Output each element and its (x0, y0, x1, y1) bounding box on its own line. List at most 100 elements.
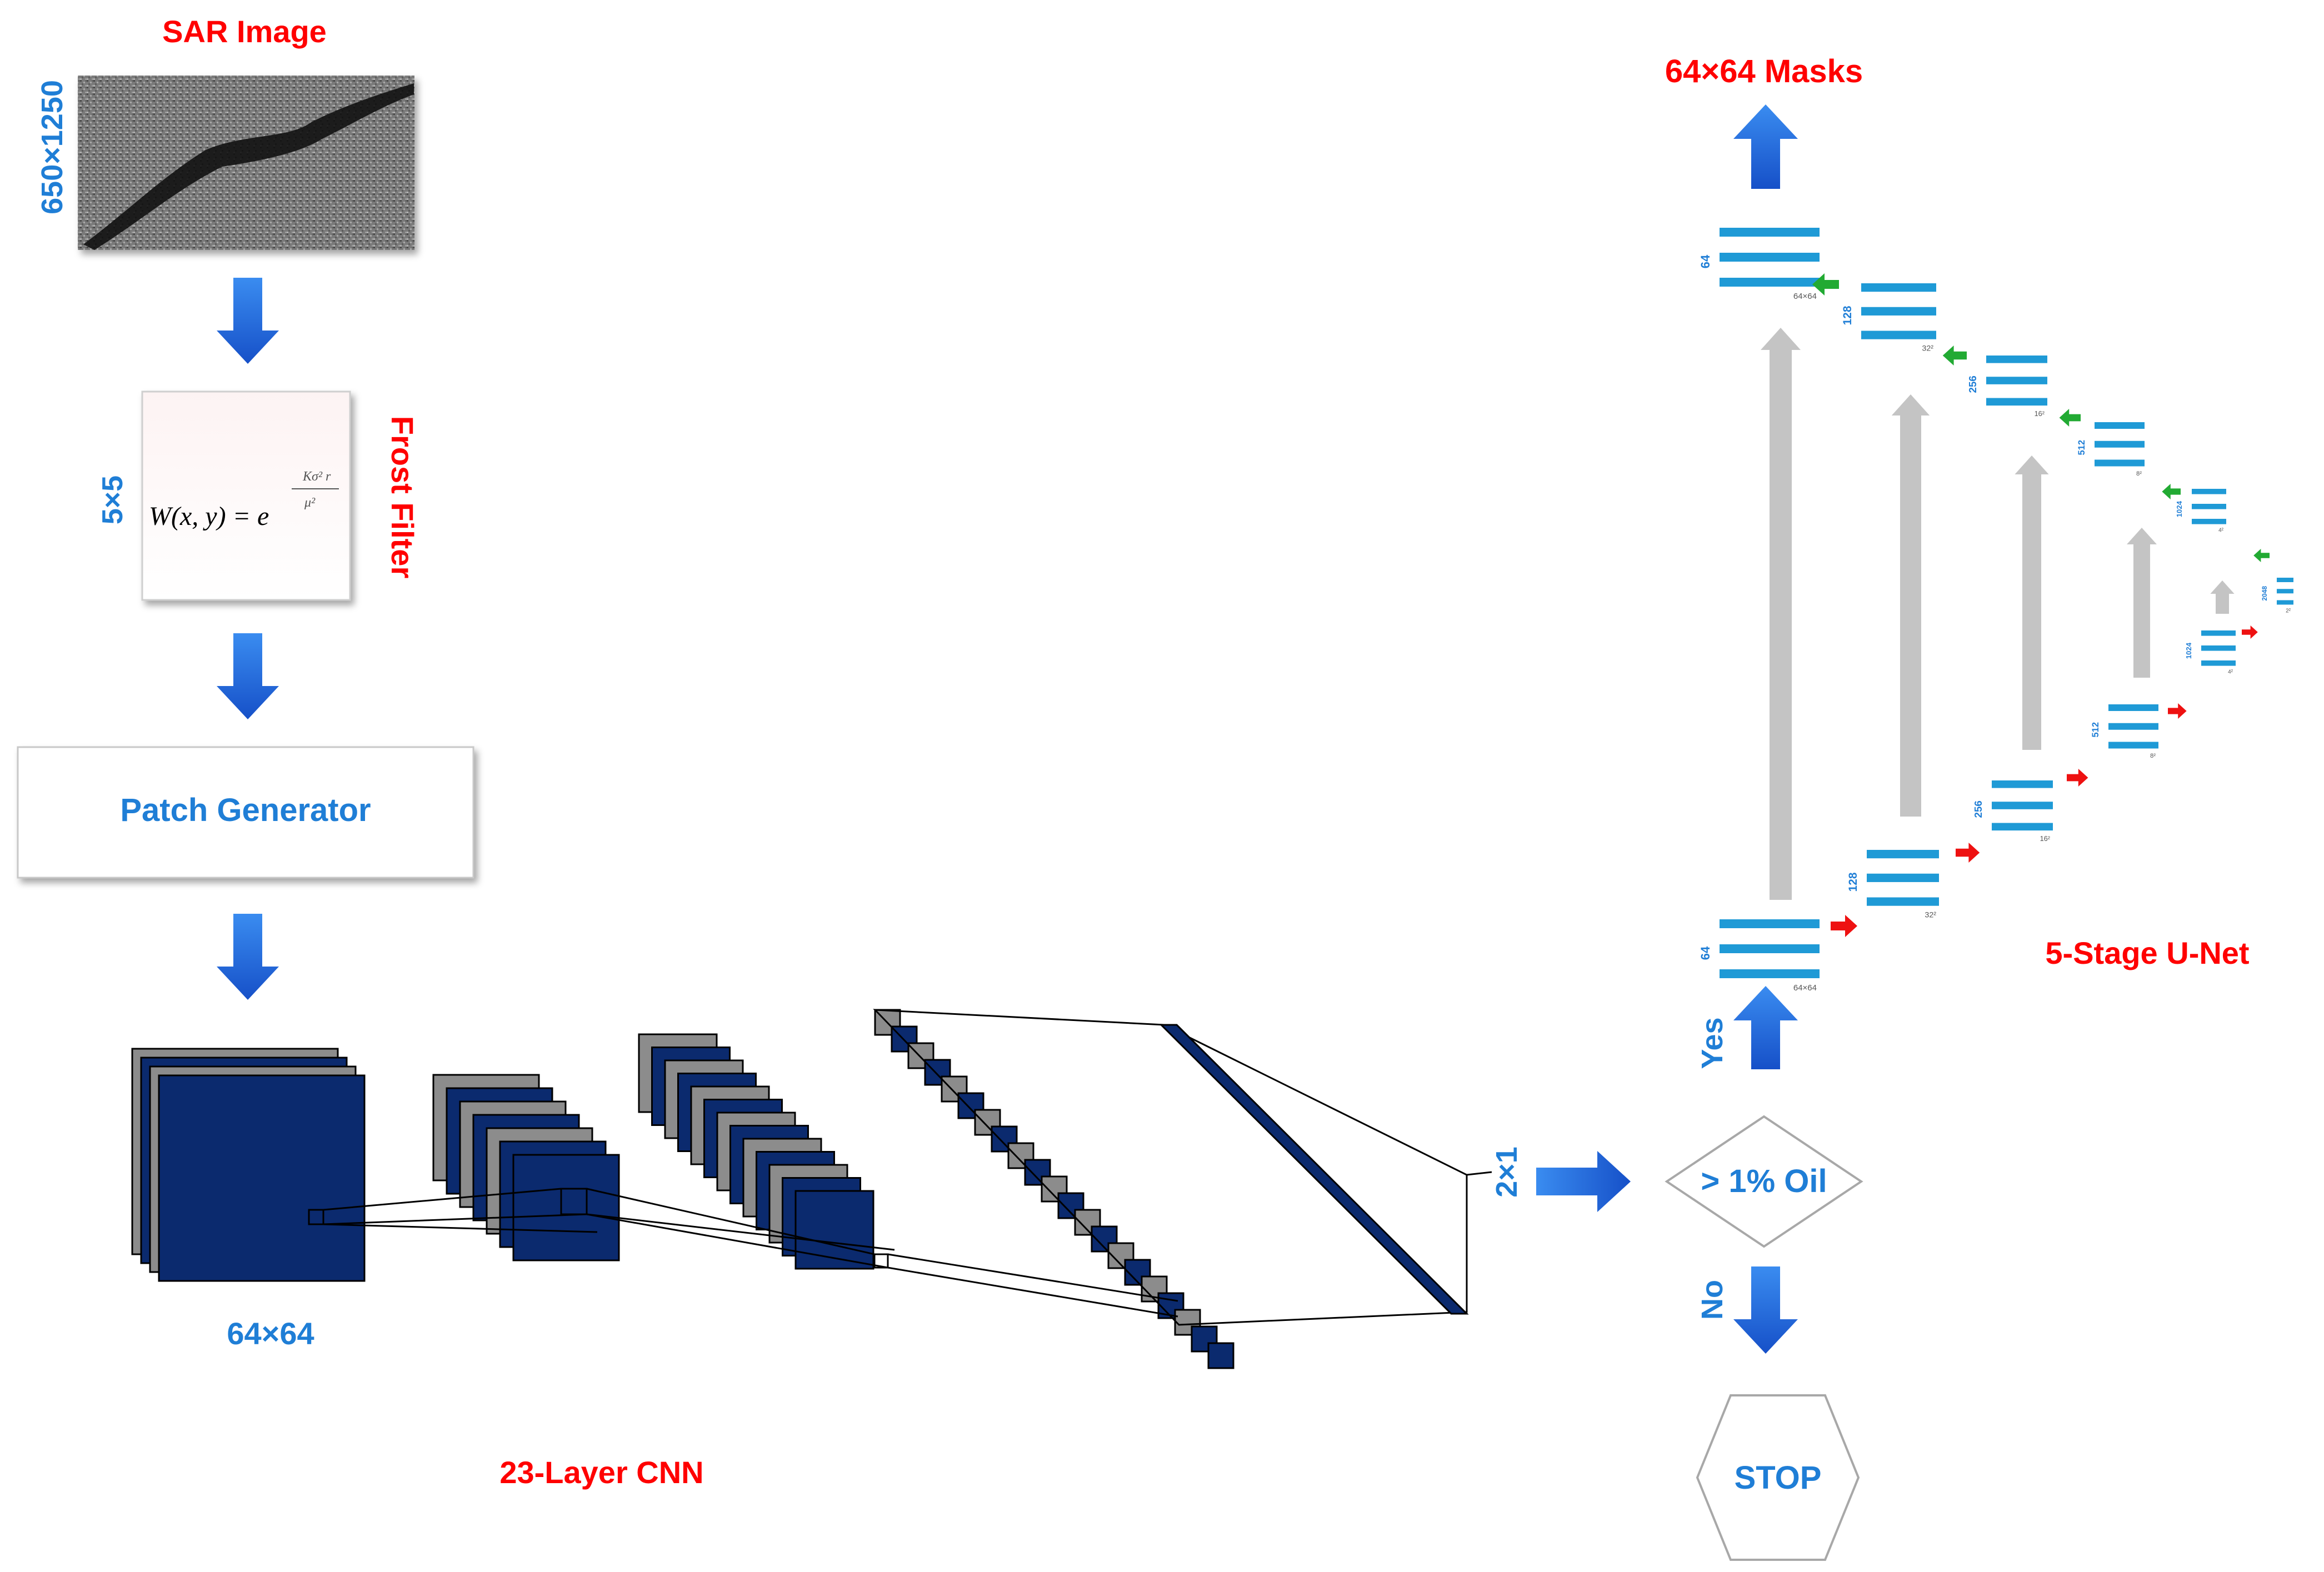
yes-label: Yes (1696, 1017, 1729, 1069)
conv-layer-bar (2201, 645, 2236, 651)
down-arrow-icon (217, 633, 279, 719)
conv-layer-bar (2201, 660, 2236, 666)
unet-size: 4² (2228, 669, 2233, 675)
unet-size: 2² (2286, 608, 2291, 614)
unet-size: 32² (1925, 911, 1936, 920)
unet-channels: 64 (1698, 254, 1712, 268)
conv-layer-bar (1992, 823, 2053, 831)
up-arrow-icon (1733, 986, 1798, 1069)
up-sample-arrow-icon (2162, 484, 2181, 499)
down-sample-arrow-icon (2067, 769, 2088, 787)
cnn-output-label: 2×1 (1490, 1147, 1523, 1198)
patch-size-label: 64×64 (227, 1316, 314, 1351)
up-sample-arrow-icon (1812, 273, 1839, 296)
unet-bottleneck: 2048 2² (2261, 578, 2293, 614)
conv-layer-bar (1720, 944, 1820, 953)
connection-line (887, 1253, 1178, 1302)
conv-layer-bar (2201, 630, 2236, 636)
connection-line (887, 1266, 1178, 1318)
frost-filter-box (141, 391, 351, 601)
skip-connection-arrow-icon (2127, 528, 2157, 678)
stop-label: STOP (1735, 1460, 1822, 1496)
skip-connection-arrow-icon (2210, 580, 2235, 614)
feature-map (794, 1190, 874, 1270)
hexagon-stop-icon (1696, 1394, 1860, 1561)
unet-title: 5-Stage U-Net (2045, 935, 2249, 970)
frost-filter-title: Frost Filter (385, 416, 420, 578)
frost-formula-exponent-numerator: Kσ² r (302, 469, 331, 484)
cnn-stack-input (131, 1048, 366, 1282)
connection-line (586, 1213, 895, 1251)
unet-channels: 1024 (2185, 642, 2193, 659)
unet-size: 16² (2035, 409, 2045, 418)
frost-kernel-label: 5×5 (97, 475, 129, 524)
conv-layer-bar (1986, 377, 2047, 384)
sar-size-label: 650×1250 (36, 80, 69, 214)
unet-channels: 256 (1972, 800, 1984, 818)
feature-map (1007, 1142, 1034, 1169)
dense-layer (1159, 1024, 1469, 1315)
conv-layer-bar (2108, 723, 2158, 730)
down-sample-arrow-icon (2168, 703, 2187, 719)
conv-layer-bar (1986, 398, 2047, 406)
connection-line (323, 1213, 587, 1225)
conv-layer-bar (2192, 504, 2226, 509)
right-arrow-icon (1536, 1151, 1631, 1212)
up-arrow-icon (1733, 104, 1798, 189)
unet-decoder-block: 512 8² (2077, 422, 2145, 477)
unet-encoder-block: 1024 4² (2185, 630, 2236, 675)
down-sample-arrow-icon (1956, 843, 1980, 863)
no-label: No (1696, 1280, 1729, 1320)
conv-layer-bar (1861, 283, 1936, 292)
cnn-stack-4 (874, 1009, 1235, 1369)
cnn-architecture (131, 1009, 1492, 1369)
connection-line (586, 1213, 888, 1269)
patch-generator-label: Patch Generator (120, 792, 371, 828)
unet-channels: 512 (2077, 440, 2087, 455)
unet-channels: 512 (2091, 722, 2101, 738)
frost-formula: W(x, y) = e (149, 502, 269, 531)
conv-layer-bar (1861, 307, 1936, 316)
down-sample-arrow-icon (1831, 915, 1857, 937)
conv-layer-bar (1720, 919, 1820, 928)
sar-image (78, 76, 414, 250)
conv-layer-bar (1720, 253, 1820, 262)
conv-layer-bar (1867, 897, 1939, 906)
cnn-stack-2 (432, 1074, 620, 1261)
connection-line (323, 1223, 598, 1233)
unet-channels: 128 (1841, 306, 1854, 326)
masks-title: 64×64 Masks (1665, 53, 1863, 89)
down-arrow-icon (1733, 1266, 1798, 1354)
unet-size: 8² (2136, 470, 2142, 477)
unet-channels: 1024 (2175, 500, 2183, 517)
conv-layer-bar (1867, 850, 1939, 859)
conv-layer-bar (2095, 422, 2145, 429)
feature-map (512, 1154, 620, 1261)
conv-layer-bar (2277, 578, 2293, 582)
unet-channels: 2048 (2261, 586, 2268, 601)
down-arrow-icon (217, 278, 279, 364)
conv-layer-bar (1992, 802, 2053, 809)
unet-size: 64×64 (1793, 983, 1817, 993)
connection-line (323, 1188, 562, 1211)
connection-line (586, 1188, 875, 1255)
cnn-stack-3 (638, 1033, 874, 1270)
conv-layer-bar (1986, 356, 2047, 363)
skip-connection-arrow-icon (1891, 394, 1930, 817)
down-sample-arrow-icon (2242, 625, 2258, 639)
feature-map (1174, 1309, 1201, 1336)
up-sample-arrow-icon (2059, 409, 2081, 427)
decision-label: > 1% Oil (1701, 1163, 1827, 1199)
conv-layer-bar (2095, 459, 2145, 467)
conv-layer-bar (2108, 704, 2158, 711)
kernel-window (308, 1209, 324, 1225)
conv-layer-bar (2095, 440, 2145, 448)
up-sample-arrow-icon (1942, 346, 1967, 366)
